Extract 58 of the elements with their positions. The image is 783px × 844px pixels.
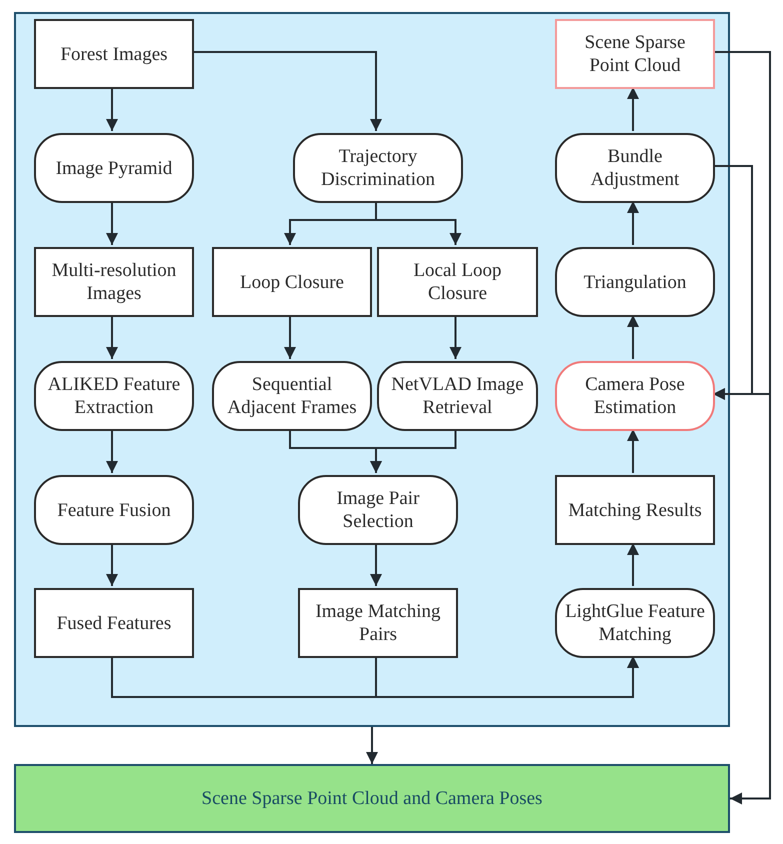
arrow	[366, 727, 378, 764]
arrow	[450, 315, 462, 359]
arrow	[370, 429, 456, 473]
process-box	[34, 247, 194, 317]
arrow	[106, 315, 118, 359]
arrow	[627, 543, 639, 586]
arrow	[627, 429, 639, 473]
arrow	[627, 201, 639, 245]
node-label: ALIKED Feature Extraction	[46, 373, 182, 419]
process-box	[212, 247, 372, 317]
arrow	[106, 201, 118, 245]
arrow	[627, 87, 639, 131]
process-pill	[298, 475, 458, 545]
node-label: Fused Features	[56, 612, 172, 634]
node-label: Triangulation	[584, 270, 686, 294]
node-label: Sequential Adjacent Frames	[226, 373, 358, 419]
node-label: Scene Sparse Point Cloud	[584, 31, 686, 77]
process-box	[298, 588, 458, 658]
arrow	[192, 51, 382, 131]
arrow	[106, 429, 118, 473]
node-label: Image Matching Pairs	[314, 600, 442, 646]
process-pill	[555, 588, 715, 658]
arrow	[284, 315, 296, 359]
arrow	[627, 315, 639, 359]
process-pill	[212, 361, 372, 431]
process-box	[377, 247, 538, 317]
process-box	[555, 19, 715, 89]
node-label: Loop Closure	[240, 270, 344, 294]
node-label: Feature Fusion	[57, 498, 171, 522]
node-label: Trajectory Discrimination	[320, 145, 436, 191]
output-box	[14, 764, 730, 833]
process-pill	[555, 361, 715, 431]
node-label: Scene Sparse Point Cloud and Camera Poses	[202, 787, 542, 810]
node-label: Multi-resolution Images	[50, 259, 178, 305]
node-label: Image Pyramid	[56, 156, 172, 180]
arrow	[106, 543, 118, 586]
process-box	[555, 475, 715, 545]
process-box	[34, 588, 194, 658]
process-pill	[34, 361, 194, 431]
arrow	[106, 87, 118, 131]
node-label: Matching Results	[568, 498, 702, 522]
process-pill	[377, 361, 538, 431]
node-label: Forest Images	[60, 42, 168, 66]
node-label: Local Loop Closure	[412, 259, 503, 305]
container-panel	[14, 12, 730, 727]
node-label: Bundle Adjustment	[590, 145, 680, 191]
process-pill	[34, 133, 194, 203]
arrow	[370, 543, 382, 586]
process-pill	[293, 133, 463, 203]
process-pill	[34, 475, 194, 545]
process-pill	[555, 133, 715, 203]
process-box	[34, 19, 194, 89]
node-label: Camera Pose Estimation	[584, 373, 686, 419]
process-pill	[555, 247, 715, 317]
node-label: NetVLAD Image Retrieval	[390, 373, 525, 419]
node-label: Image Pair Selection	[336, 487, 420, 533]
arrow	[375, 656, 639, 698]
node-label: LightGlue Feature Matching	[565, 600, 705, 646]
